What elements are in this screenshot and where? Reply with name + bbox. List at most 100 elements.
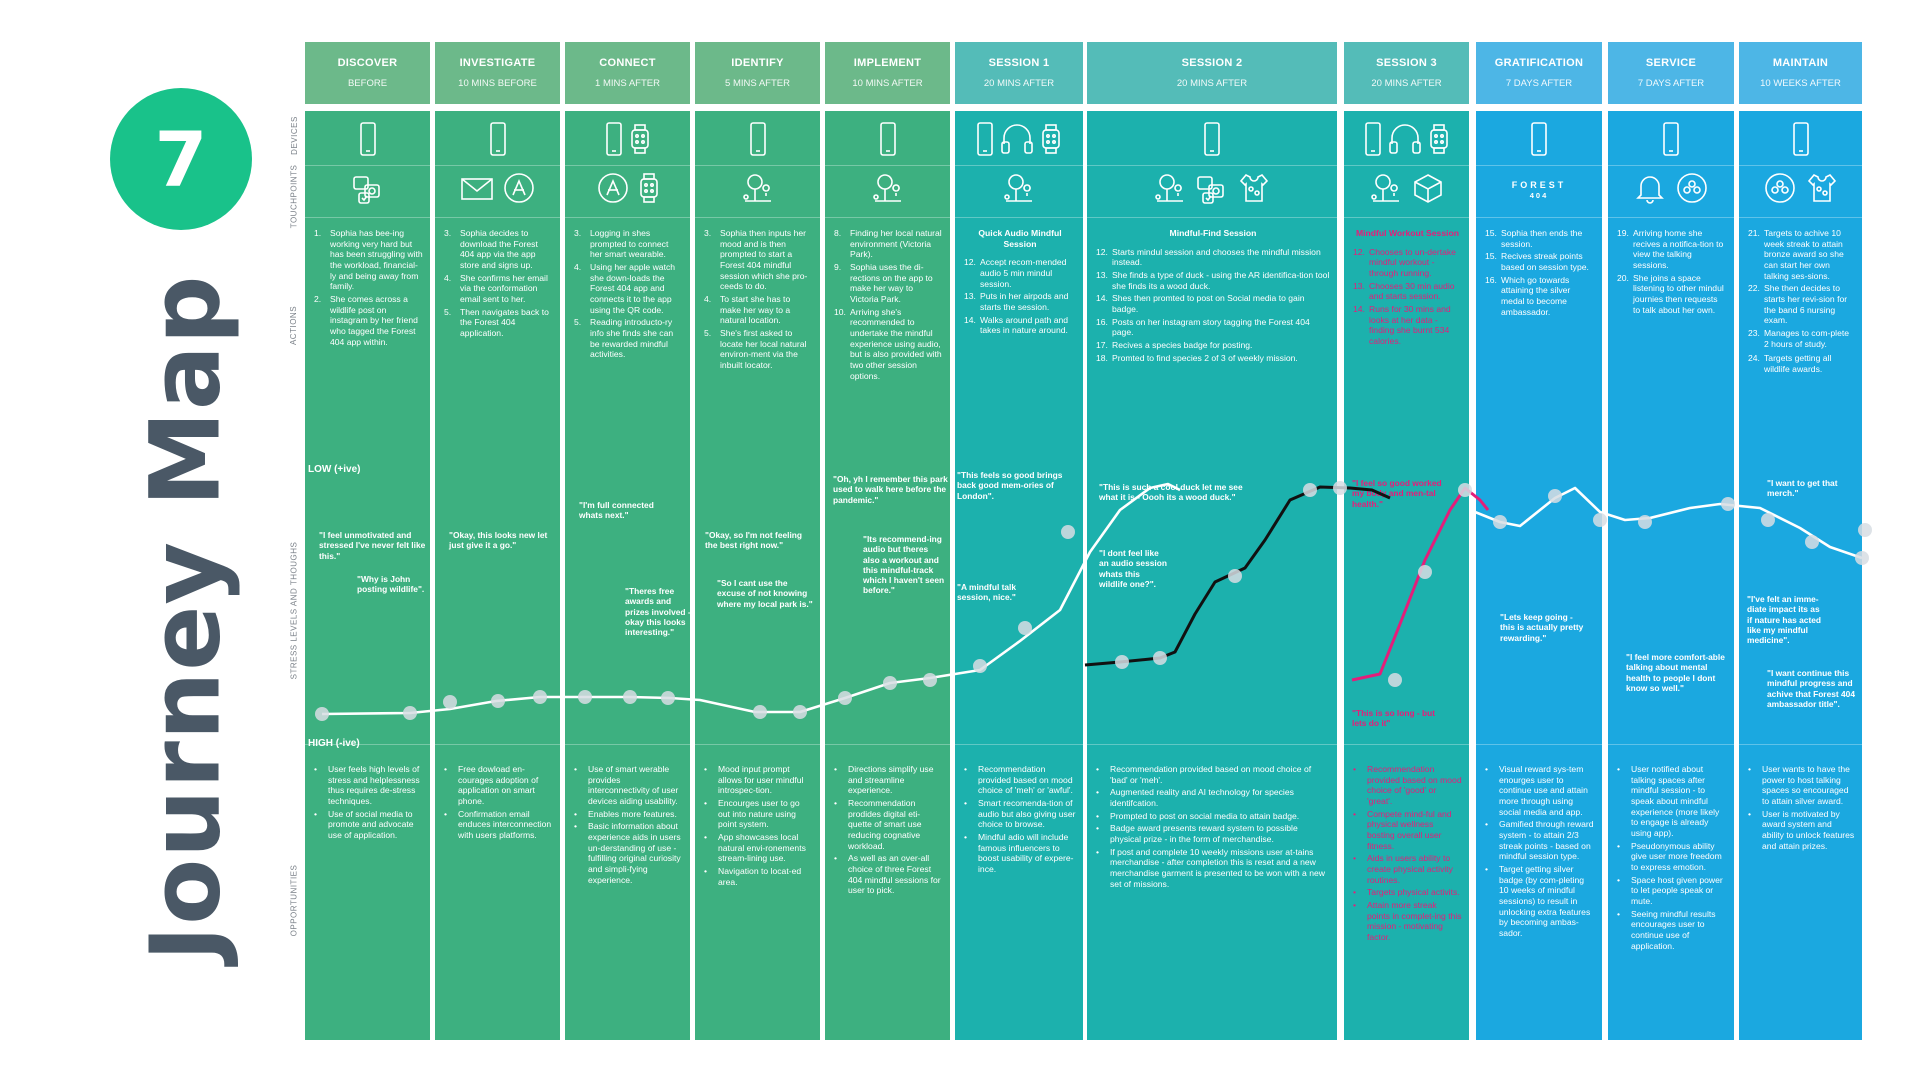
- opportunity-item: •Mindful adio will include famous influe…: [964, 832, 1076, 875]
- opportunities-list: • User wants to have the power to host ta…: [1748, 764, 1855, 853]
- actions-list: 1.Sophia has bee-ing working very hard b…: [314, 228, 423, 349]
- touchpoints-row: [1087, 166, 1337, 214]
- opportunity-text: Smart recomenda-tion of audio but also g…: [978, 797, 1076, 830]
- action-number: 22.: [1748, 283, 1760, 294]
- bullet: •: [574, 808, 578, 819]
- opportunities-list: •Use of smart werable provides interconn…: [574, 764, 683, 887]
- action-text: Walks around path and takes in nature ar…: [980, 314, 1069, 336]
- opportunity-item: •Visual reward sys-tem enourges user to …: [1485, 764, 1595, 817]
- ar-cube-icon: [1411, 171, 1445, 210]
- phone-icon: [359, 121, 377, 161]
- row-label-stress: STRESS LEVELS AND THOUGHS: [289, 541, 299, 679]
- merch-icon: [1805, 171, 1839, 210]
- action-number: 8.: [834, 228, 842, 238]
- page-title-wrapper: Journey Map: [110, 258, 260, 978]
- action-number: 21.: [1748, 228, 1760, 238]
- opportunities-list: •User feels high levels of stress and he…: [314, 764, 423, 843]
- actions-list: 15.Sophia then ends the session.15.Reciv…: [1485, 228, 1595, 319]
- bullet: •: [1485, 764, 1489, 774]
- opportunities-list: • Mood input prompt allows for user mindf…: [704, 764, 813, 889]
- opportunity-item: •Seeing mindful results encourages user …: [1617, 909, 1727, 952]
- actions-list: 3.Logging in shes prompted to connect he…: [574, 228, 683, 362]
- mail-icon: [460, 171, 494, 210]
- watch-icon: [638, 172, 660, 208]
- opportunity-text: Target getting silver badge (by com-plet…: [1499, 863, 1591, 938]
- stage-body: [1739, 111, 1862, 1040]
- action-item: 16.Posts on her instagram story tagging …: [1096, 317, 1330, 338]
- opportunity-item: •If post and complete 10 weekly missions…: [1096, 847, 1330, 890]
- user-quote: "Theres free awards and prizes involved …: [625, 586, 691, 637]
- opportunity-item: •User is motivated by award system and a…: [1748, 809, 1855, 852]
- stage-time: 10 MINS AFTER: [852, 78, 923, 89]
- bullet: •: [704, 797, 708, 808]
- opportunities-list: •User notified about talking spaces afte…: [1617, 764, 1727, 953]
- opportunity-text: User feels high levels of stress and hel…: [328, 764, 420, 806]
- devices-row: [435, 118, 560, 164]
- opportunity-text: Directions simplify use and streamline e…: [848, 764, 934, 796]
- opportunity-item: • User wants to have the power to host ta…: [1748, 764, 1855, 807]
- user-quote: "Oh, yh I remember this park I used to w…: [833, 474, 953, 505]
- opportunity-item: •Aids in users ability to create physica…: [1353, 853, 1462, 885]
- tree-location-icon: [1369, 171, 1403, 210]
- bullet: •: [1748, 764, 1752, 774]
- session-title: Quick Audio Mindful Session: [978, 228, 1062, 249]
- action-number: 16.: [1485, 274, 1497, 285]
- bullet: •: [834, 797, 838, 808]
- bullet: •: [1096, 823, 1100, 834]
- opportunity-text: Recommendation provided based on mood ch…: [978, 764, 1073, 796]
- stage-time: 10 WEEKS AFTER: [1760, 78, 1841, 89]
- user-quote: "This is such a cool duck let me see wha…: [1099, 482, 1243, 503]
- action-item: 5.Then navigates back to the Forest 404 …: [444, 307, 553, 339]
- action-text: She's first asked to locate her local na…: [720, 327, 807, 370]
- actions-list: 19.Arriving home she recives a notifica-…: [1617, 228, 1727, 317]
- touchpoints-row: [305, 166, 430, 214]
- action-text: Manages to com-plete 2 hours of study.: [1764, 327, 1850, 349]
- opportunity-text: App showcases local natural envi-ronemen…: [718, 831, 806, 864]
- opportunity-item: •Recommendation provided based on mood c…: [1096, 764, 1330, 785]
- community-icon: [1763, 171, 1797, 210]
- opportunity-item: •Pseudonymous ability give user more fre…: [1617, 841, 1727, 873]
- action-text: Puts in her airpods and starts the sessi…: [980, 291, 1069, 312]
- headphones-icon: [1388, 122, 1422, 161]
- stage-title: IMPLEMENT: [853, 57, 922, 69]
- action-number: 12.: [1353, 246, 1365, 257]
- phone-icon: [879, 121, 897, 161]
- bullet: •: [1096, 764, 1100, 774]
- opportunity-text: User wants to have the power to host tal…: [1762, 764, 1850, 806]
- action-number: 24.: [1748, 353, 1760, 364]
- action-item: 3.Sophia decides to download the Forest …: [444, 228, 553, 271]
- social-apps-icon: [1195, 171, 1229, 210]
- opportunity-text: Mood input prompt allows for user mindfu…: [718, 764, 804, 796]
- stage-title: INVESTIGATE: [459, 57, 536, 69]
- action-item: 12.Chooses to un-dertake mindful workout…: [1353, 247, 1462, 279]
- action-number: 14.: [1096, 293, 1108, 304]
- step-number-badge: 7: [110, 88, 252, 230]
- stage-title: GRATIFICATION: [1494, 57, 1584, 69]
- opportunity-text: Augmented reality and AI technology for …: [1110, 787, 1294, 808]
- bullet: •: [964, 797, 968, 808]
- bullet: •: [1353, 808, 1357, 819]
- action-text: Chooses 30 min audio and starts session.: [1369, 280, 1455, 302]
- action-item: 14.Walks around path and takes in nature…: [964, 315, 1076, 336]
- phone-icon: [749, 121, 767, 161]
- action-item: 16.Which go towards attaining the silver…: [1485, 275, 1595, 318]
- opportunity-item: •Compete mind-ful and physical wellness …: [1353, 809, 1462, 852]
- app-store-icon: [596, 171, 630, 210]
- devices-row: [695, 118, 820, 164]
- bullet: •: [704, 764, 708, 774]
- action-text: Using her apple watch she down-loads the…: [590, 261, 676, 315]
- touchpoints-row: [825, 166, 950, 214]
- phone-icon: [605, 121, 623, 161]
- opportunity-text: Prompted to post on social media to atta…: [1110, 810, 1300, 821]
- stage-title: MAINTAIN: [1772, 57, 1829, 69]
- action-number: 5.: [444, 306, 452, 317]
- opportunity-item: • Smart recomenda-tion of audio but also …: [964, 798, 1076, 830]
- bullet: •: [964, 831, 968, 842]
- user-quote: "I want continue this mindful progress a…: [1767, 668, 1855, 709]
- user-quote: "A mindful talk session, nice.": [957, 582, 1017, 603]
- opportunity-item: •Encourges user to go out into nature us…: [704, 798, 813, 830]
- actions-list: 3.Sophia then inputs her mood and is the…: [704, 228, 813, 373]
- stage-title: SESSION 2: [1181, 57, 1243, 69]
- action-text: Recives streak points based on session t…: [1501, 251, 1589, 272]
